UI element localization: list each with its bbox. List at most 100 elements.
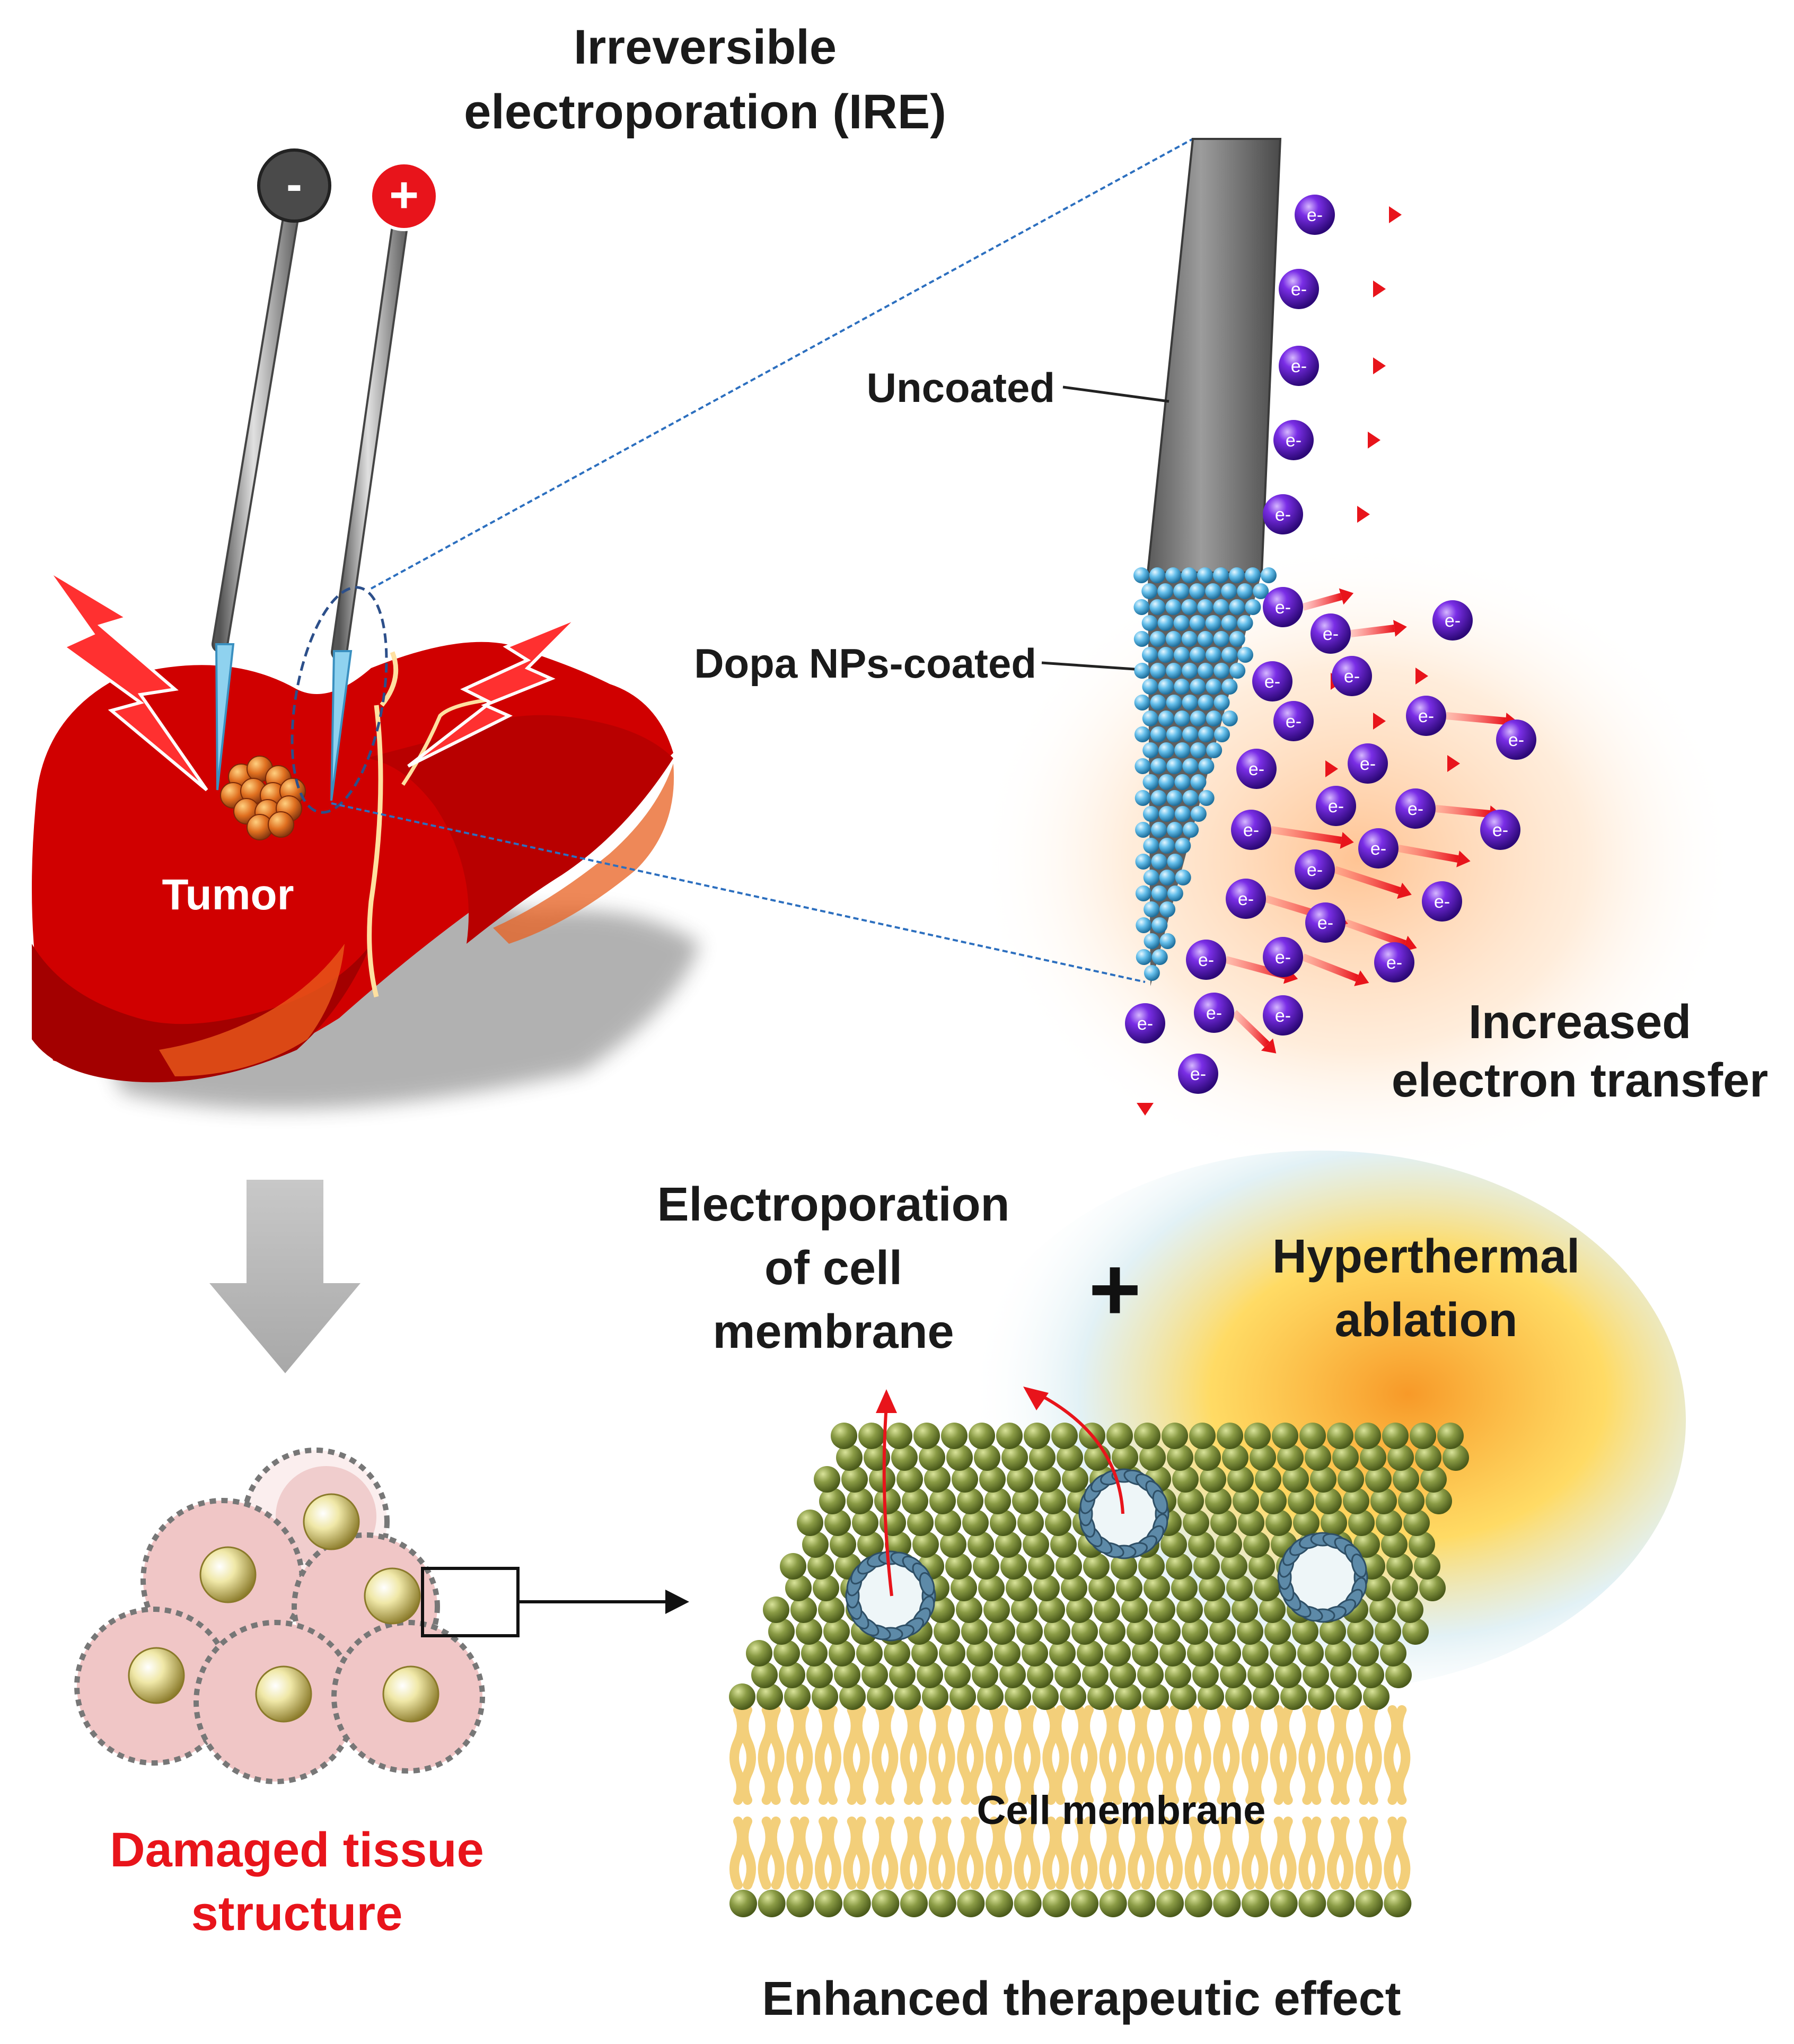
lipid-head <box>1132 1640 1158 1666</box>
nanoparticle <box>1237 615 1253 631</box>
lipid-head <box>729 1683 755 1710</box>
electron-label: e- <box>1275 505 1291 525</box>
nanoparticle <box>1151 854 1167 870</box>
lipid-head <box>1112 1444 1138 1471</box>
lipid-head <box>1111 1553 1137 1580</box>
lipid-tail <box>881 1705 899 1805</box>
lipid-head <box>1385 1662 1412 1688</box>
nanoparticle <box>1174 710 1190 726</box>
lipid-head <box>1380 1640 1406 1666</box>
lipid-head <box>1087 1683 1114 1710</box>
lipid-head <box>1347 1618 1374 1645</box>
lipid-head <box>1364 1575 1391 1601</box>
lipid-head <box>1028 1553 1054 1580</box>
electron-label: e- <box>1323 624 1339 644</box>
lipid-tail <box>1251 1817 1268 1890</box>
lipid-head <box>1308 1683 1334 1710</box>
nanoparticle <box>1159 870 1175 885</box>
lipid-head <box>1277 1444 1304 1471</box>
lipid-head <box>989 1618 1015 1645</box>
nanoparticle <box>1136 949 1152 965</box>
nanoparticle <box>1134 695 1150 710</box>
lipid-head <box>1040 1488 1066 1514</box>
lipid-head <box>1204 1596 1230 1623</box>
cell-nucleus <box>364 1567 421 1625</box>
lipid-tail <box>966 1817 984 1890</box>
nanoparticle <box>1213 631 1229 647</box>
nanoparticle <box>1229 567 1245 583</box>
lipid-head <box>1215 1640 1241 1666</box>
lipid-head <box>813 1575 839 1601</box>
lipid-head <box>1253 1683 1279 1710</box>
lipid-head <box>968 1531 994 1558</box>
lipid-head <box>818 1596 845 1623</box>
lipid-head <box>1200 1466 1226 1493</box>
electron-arrow-head <box>1373 280 1386 297</box>
lipid-head <box>1189 1423 1216 1449</box>
nanoparticle <box>1245 599 1261 615</box>
nanoparticle <box>1150 695 1166 710</box>
nanoparticle <box>1166 663 1182 679</box>
electron-arrow-head <box>1389 206 1402 223</box>
electron-arrow-head <box>1456 850 1471 867</box>
lipid-head <box>1352 1640 1379 1666</box>
electron-transfer-arrow <box>1301 953 1359 982</box>
nanoparticle <box>1198 695 1214 710</box>
electron-label: e- <box>1286 712 1301 732</box>
electron <box>1432 600 1473 641</box>
cell-nucleus <box>199 1546 257 1603</box>
nanoparticle <box>1198 663 1214 679</box>
lipid-head <box>1363 1683 1390 1710</box>
electron-transfer-arrow <box>1344 919 1406 948</box>
lipid-head <box>1265 1510 1292 1536</box>
lipid-head <box>861 1662 888 1688</box>
nanoparticle <box>1135 758 1151 774</box>
nanoparticle <box>1142 710 1158 726</box>
lipid-head <box>1227 1466 1254 1493</box>
lipid-head <box>1194 1444 1221 1471</box>
electron-label: e- <box>1291 356 1307 376</box>
nanoparticle <box>1205 583 1221 599</box>
hyperthermal-line1: Hyperthermal <box>1272 1230 1580 1283</box>
pore-arrow-1 <box>882 1405 893 1596</box>
nanoparticle <box>1190 710 1206 726</box>
lipid-head <box>1016 1618 1043 1645</box>
nanoparticle <box>1205 615 1221 631</box>
lipid-head <box>1083 1553 1110 1580</box>
nanoparticle <box>1142 679 1158 695</box>
lipid-head <box>1255 1466 1281 1493</box>
lipid-head <box>924 1466 951 1493</box>
lipid-head <box>1272 1423 1298 1449</box>
lipid-head <box>1138 1553 1165 1580</box>
damaged-label-line2: structure <box>191 1887 403 1941</box>
lipid-head <box>797 1510 823 1536</box>
lipid-tail <box>1109 1817 1126 1890</box>
lipid-head <box>1327 1423 1353 1449</box>
electron <box>1358 828 1399 869</box>
electron-arrow-head <box>1354 970 1369 986</box>
lipid-head <box>1045 1510 1071 1536</box>
nanoparticle <box>1214 726 1230 742</box>
lipid-head <box>1237 1618 1263 1645</box>
nanoparticle <box>1190 679 1206 695</box>
membrane-pores <box>845 1468 1368 1642</box>
electron <box>1236 749 1277 789</box>
lipid-tail <box>1308 1817 1325 1890</box>
lipid-head <box>1162 1423 1188 1449</box>
lipid-tail <box>966 1705 984 1805</box>
lipid-tail <box>1052 1817 1069 1890</box>
electron <box>1178 1054 1218 1094</box>
lipid-tail <box>796 1817 813 1890</box>
lipid-head <box>1386 1553 1413 1580</box>
lipid-head <box>857 1531 884 1558</box>
nanoparticle <box>1189 583 1206 599</box>
electron <box>1186 940 1226 980</box>
pore-lipid <box>1152 1490 1168 1514</box>
lipid-head <box>902 1488 928 1514</box>
lipid-head <box>1077 1640 1103 1666</box>
lipid-head <box>1327 1890 1355 1917</box>
lipid-head <box>1023 1531 1049 1558</box>
ire-title-line1: Irreversible <box>574 20 837 74</box>
lipid-head <box>1415 1444 1441 1471</box>
lipid-head <box>1012 1488 1039 1514</box>
